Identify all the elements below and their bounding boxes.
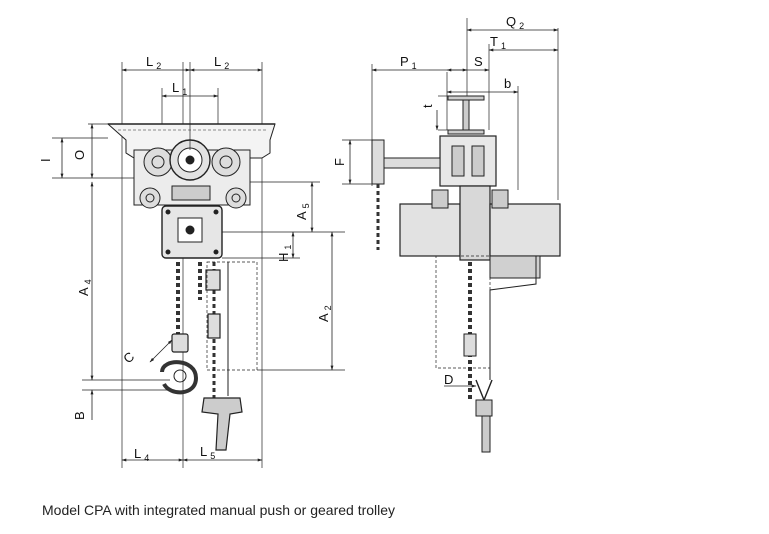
side-view — [371, 18, 561, 453]
side-chain — [463, 262, 493, 453]
side-dimensions — [342, 28, 559, 388]
dim-I: I — [38, 158, 53, 162]
dim-S: S — [474, 54, 483, 69]
hoist-body — [161, 205, 223, 259]
dim-F: F — [332, 158, 347, 166]
dim-D: D — [444, 372, 453, 387]
dim-A2: A2 — [316, 305, 333, 322]
front-view — [106, 62, 276, 468]
dim-H1: H1 — [276, 245, 293, 262]
dim-C: C — [120, 349, 137, 367]
dim-b: b — [504, 76, 511, 91]
dim-A4: A4 — [76, 279, 93, 296]
dim-A5: A5 — [294, 203, 311, 220]
load-chain — [176, 262, 221, 400]
control-pendant — [201, 262, 243, 451]
dim-O: O — [72, 150, 87, 160]
dim-t: t — [420, 104, 435, 108]
front-dimensions — [52, 62, 345, 462]
side-hoist-body — [399, 185, 561, 380]
hook-block — [160, 333, 199, 395]
dim-B: B — [72, 411, 87, 420]
side-trolley — [371, 135, 497, 250]
figure-caption: Model CPA with integrated manual push or… — [42, 502, 396, 518]
trolley-plate — [133, 139, 251, 209]
i-beam — [447, 95, 485, 135]
